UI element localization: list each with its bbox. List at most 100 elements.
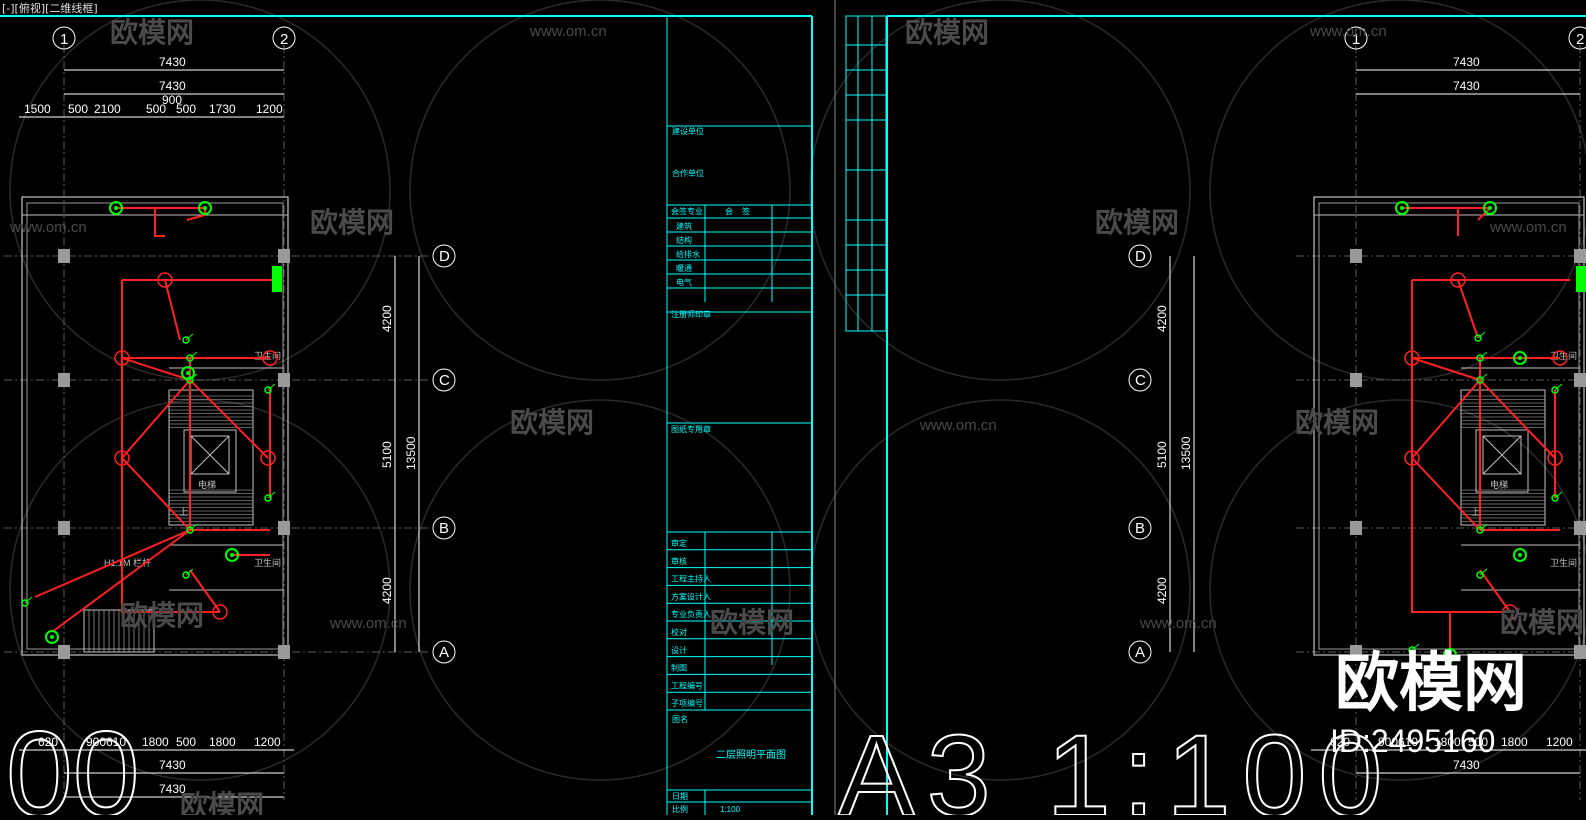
axis-bubble[interactable] [1128, 244, 1152, 268]
light-fixture[interactable] [1502, 604, 1518, 620]
switch[interactable] [264, 386, 272, 394]
ceiling-light[interactable] [1483, 201, 1497, 215]
switch-arm [189, 373, 198, 381]
dim-text: 2100 [94, 102, 121, 116]
elevator-car [1482, 435, 1522, 475]
switch-arm [189, 523, 198, 531]
large-watermark-id: ID:2495160 [1330, 723, 1495, 759]
dim-text: 1800 [1501, 735, 1528, 749]
elevator-cross [190, 435, 230, 475]
ceiling-light-center [50, 635, 54, 639]
wiring-run [1411, 457, 1481, 531]
wiring-run [1479, 569, 1511, 613]
light-fixture[interactable] [1404, 450, 1420, 466]
light-fixture[interactable] [157, 272, 173, 288]
elevator-cross [1482, 435, 1522, 475]
switch[interactable] [1476, 571, 1484, 579]
watermark-brand: 欧模网 [1295, 406, 1379, 439]
ceiling-light[interactable] [1443, 648, 1457, 662]
ceiling-light[interactable] [1395, 201, 1409, 215]
scale-text: A3 1:100 [838, 712, 1394, 815]
switch[interactable] [1476, 376, 1484, 384]
switch-arm [1479, 373, 1488, 381]
distribution-panel[interactable] [272, 266, 282, 292]
light-fixture[interactable] [1450, 272, 1466, 288]
light-fixture[interactable] [114, 350, 130, 366]
tb-discipline: 暖通 [676, 263, 692, 273]
dim-text: 7430 [159, 758, 186, 772]
watermark-brand: 欧模网 [510, 406, 594, 439]
axis-bubble[interactable] [432, 368, 456, 392]
tb-signoff: 设计 [671, 645, 687, 655]
watermark-brand: 欧模网 [1095, 206, 1179, 239]
room-label-wc: 卫生间 [1550, 557, 1577, 568]
ceiling-light-center [1518, 553, 1522, 557]
light-fixture[interactable] [1552, 350, 1568, 366]
switch[interactable] [186, 376, 194, 384]
ceiling-light[interactable] [181, 366, 195, 380]
tb-row-label: 合作单位 [672, 168, 704, 178]
dim-text: 620 [1330, 735, 1350, 749]
switch[interactable] [182, 571, 190, 579]
light-fixture[interactable] [114, 450, 130, 466]
axis-label: 1 [1352, 31, 1360, 48]
title-block-text: 建设单位合作单位会签专业会签建筑结构给排水暖通电气注册师印章图纸专用章审定审核工… [671, 126, 786, 814]
dim-text: 610 [106, 735, 126, 749]
light-fixture[interactable] [212, 604, 228, 620]
viewport-label[interactable]: [-][俯视][二维线框] [2, 2, 98, 15]
ceiling-light[interactable] [1513, 548, 1527, 562]
switch[interactable] [1476, 526, 1484, 534]
switch[interactable] [186, 354, 194, 362]
axis-bubble[interactable] [1568, 26, 1586, 50]
ceiling-light[interactable] [109, 201, 123, 215]
switch[interactable] [264, 494, 272, 502]
axis-bubble[interactable] [432, 640, 456, 664]
light-fixture[interactable] [1404, 350, 1420, 366]
axis-label: C [1135, 372, 1146, 389]
switch[interactable] [1476, 354, 1484, 362]
axis-bubble[interactable] [432, 516, 456, 540]
axis-label: C [439, 372, 450, 389]
switch[interactable] [21, 599, 29, 607]
ceiling-light[interactable] [1513, 351, 1527, 365]
column [1574, 645, 1586, 659]
ceiling-light[interactable] [45, 630, 59, 644]
ceiling-light[interactable] [198, 201, 212, 215]
tb-signoff: 工程主持人 [671, 574, 711, 584]
wiring-run [1411, 379, 1481, 459]
axis-bubble[interactable] [432, 244, 456, 268]
stair-core [168, 389, 254, 526]
room-label-up: 上 [179, 507, 188, 517]
dim-text: 500 [176, 735, 196, 749]
light-fixture[interactable] [1547, 450, 1563, 466]
column [278, 645, 290, 659]
ceiling-light[interactable] [225, 548, 239, 562]
axis-bubble[interactable] [52, 26, 76, 50]
switch[interactable] [1551, 494, 1559, 502]
switch-arm [1479, 351, 1488, 359]
axis-bubble[interactable] [1128, 640, 1152, 664]
dim-text: 7430 [1453, 55, 1480, 69]
switch[interactable] [1408, 646, 1416, 654]
title-block[interactable] [666, 16, 812, 815]
ceiling-light-center [230, 553, 234, 557]
axis-bubble[interactable] [272, 26, 296, 50]
dim-text: 7430 [159, 782, 186, 796]
switch[interactable] [1474, 334, 1482, 342]
axis-bubble[interactable] [1128, 368, 1152, 392]
axis-bubble[interactable] [1128, 516, 1152, 540]
column [1350, 249, 1362, 263]
wiring-run [1457, 279, 1479, 339]
switch[interactable] [186, 526, 194, 534]
tb-date-label: 日期 [672, 792, 688, 801]
axis-bubble[interactable] [1344, 26, 1368, 50]
light-fixture[interactable] [262, 350, 278, 366]
switch[interactable] [1551, 386, 1559, 394]
distribution-panel[interactable] [1576, 266, 1586, 292]
light-fixture[interactable] [260, 450, 276, 466]
switch[interactable] [182, 336, 190, 344]
